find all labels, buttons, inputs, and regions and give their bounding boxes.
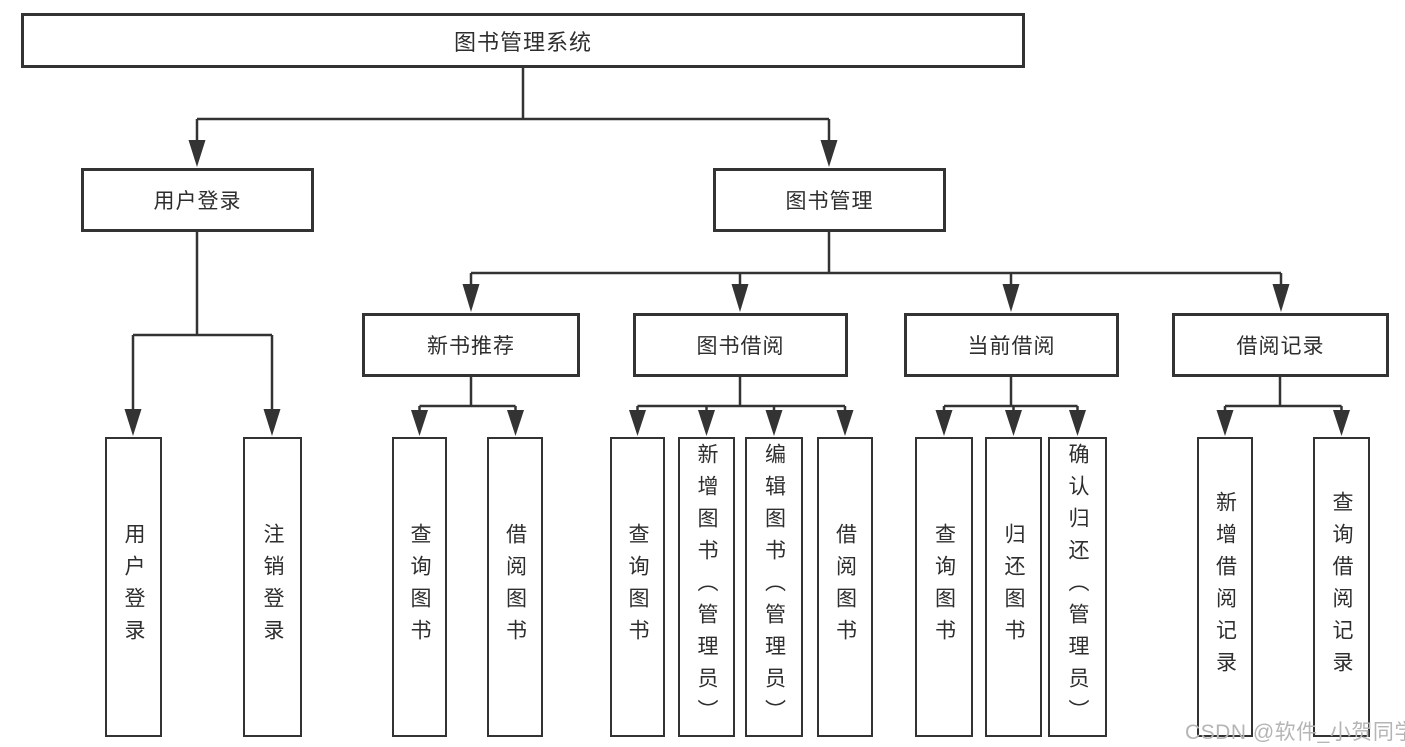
- leaf-add-books-admin: 新增图书（管理员）: [678, 437, 735, 737]
- node-borrow-records: 借阅记录: [1172, 313, 1389, 377]
- leaf-query-books-current: 查询图书: [915, 437, 973, 737]
- leaf-query-books-recommend: 查询图书: [392, 437, 447, 737]
- leaf-user-login: 用户登录: [105, 437, 162, 737]
- node-book-management: 图书管理: [713, 168, 946, 232]
- node-book-management-system: 图书管理系统: [21, 13, 1025, 68]
- leaf-borrow-books: 借阅图书: [817, 437, 873, 737]
- connector-root-to-level2: [188, 68, 838, 167]
- leaf-logout: 注销登录: [243, 437, 302, 737]
- connector-user-login-branch: [124, 232, 281, 436]
- connector-book-management-branch: [462, 232, 1290, 312]
- connector-new-book-branch: [411, 377, 524, 436]
- leaf-return-books: 归还图书: [985, 437, 1042, 737]
- leaf-query-borrow-record: 查询借阅记录: [1313, 437, 1370, 737]
- node-book-borrow: 图书借阅: [633, 313, 848, 377]
- leaf-edit-books-admin: 编辑图书（管理员）: [745, 437, 803, 737]
- leaf-query-books-borrow: 查询图书: [610, 437, 665, 737]
- leaf-borrow-books-recommend: 借阅图书: [487, 437, 543, 737]
- leaf-confirm-return-admin: 确认归还（管理员）: [1048, 437, 1107, 737]
- leaf-add-borrow-record: 新增借阅记录: [1197, 437, 1253, 737]
- node-user-login: 用户登录: [81, 168, 314, 232]
- connector-current-borrow-branch: [935, 377, 1086, 436]
- connector-borrow-records-branch: [1216, 377, 1350, 436]
- node-current-borrow: 当前借阅: [904, 313, 1119, 377]
- node-new-book-recommend: 新书推荐: [362, 313, 580, 377]
- connector-book-borrow-branch: [629, 377, 854, 436]
- csdn-watermark: CSDN @软件_小贺同学: [1185, 721, 1405, 744]
